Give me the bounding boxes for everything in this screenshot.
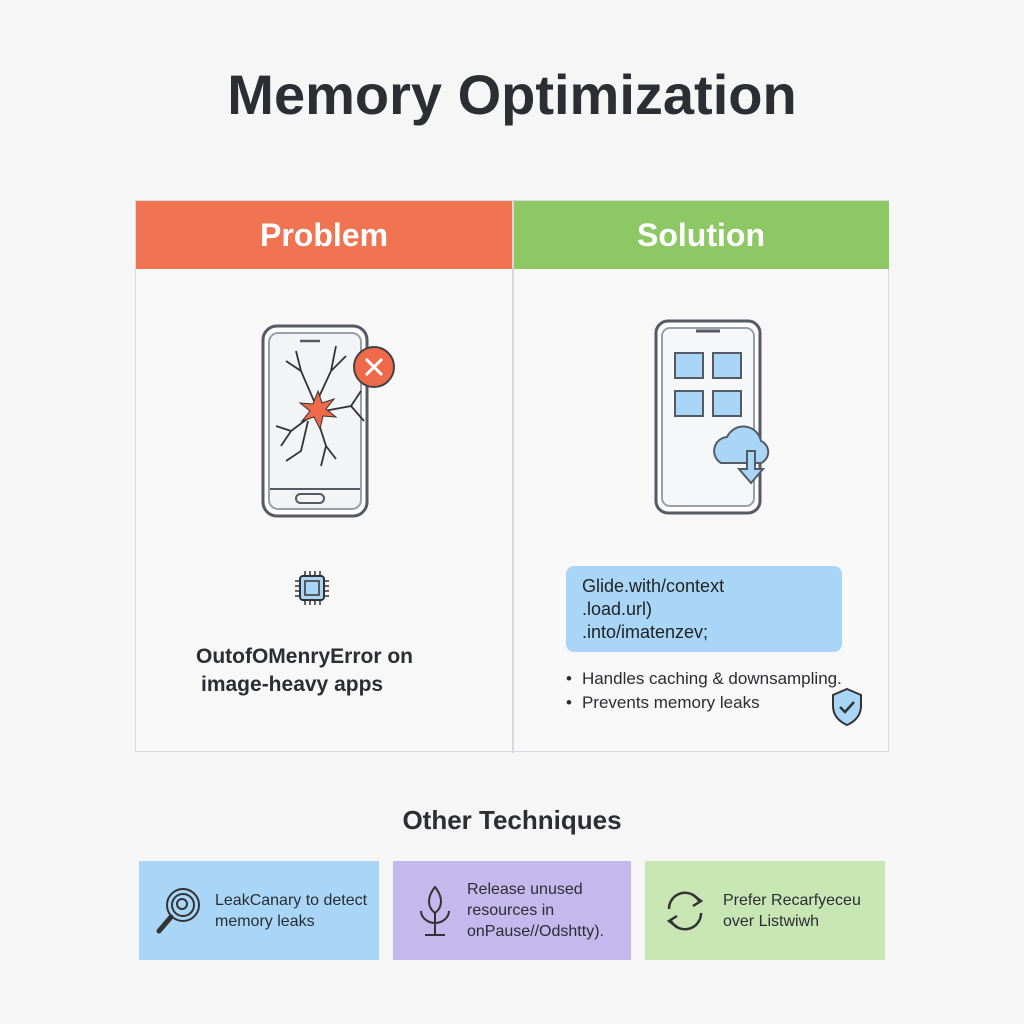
solution-header: Solution (513, 201, 889, 269)
magnifier-icon (156, 887, 200, 933)
other-techniques-title: Other Techniques (402, 805, 622, 835)
problem-line: OutofOMenryError on (196, 645, 414, 668)
code-line: .load.url) (582, 599, 653, 619)
chip-icon (295, 571, 329, 605)
problem-description: OutofOMenryError on image-heavy apps (196, 643, 413, 699)
shield-check-icon (832, 687, 862, 727)
technique-card-recyclerview: Prefer Recarfyeceu over Listwiwh (645, 861, 885, 960)
cracked-phone-icon (261, 324, 395, 518)
card-line: resources in (467, 902, 555, 919)
bullet-item: Handles caching & downsampling. (566, 667, 842, 691)
problem-line: image-heavy apps (201, 673, 384, 696)
card-line: Release unused (467, 881, 583, 898)
bullet-item: Prevents memory leaks (566, 691, 842, 715)
card-line: Prefer Recarfyeceu (723, 891, 861, 909)
card-line: over Listwiwh (723, 912, 820, 930)
code-line: .into/imatenzev; (582, 622, 709, 642)
card-line: onPause//Odshtty). (467, 923, 604, 940)
code-snippet: Glide.with/context .load.url) .into/imat… (566, 566, 842, 652)
problem-header: Problem (136, 201, 512, 269)
sprout-icon (420, 884, 450, 936)
code-line: Glide.with/context (582, 576, 725, 596)
technique-card-release: Release unused resources in onPause//Odsht… (393, 861, 631, 960)
gallery-phone-icon (654, 319, 770, 515)
solution-bullets: Handles caching & downsampling. Prevents… (566, 667, 842, 715)
card-line: LeakCanary to detect (215, 891, 368, 909)
column-divider (512, 201, 514, 753)
card-line: memory leaks (215, 912, 315, 930)
refresh-icon (666, 891, 704, 930)
page-title: Memory Optimization (227, 63, 797, 126)
comparison-table: Problem Solution OutofOMenryError on ima… (135, 200, 889, 753)
technique-card-leakcanary: LeakCanary to detect memory leaks (139, 861, 379, 960)
